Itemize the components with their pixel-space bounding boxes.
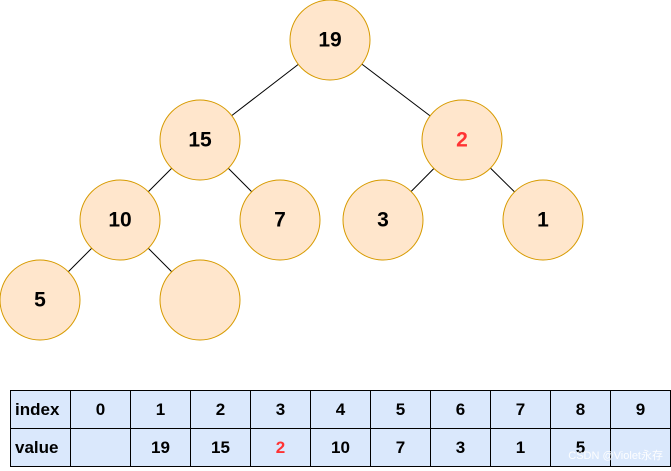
node-circle [239,179,321,261]
node-circle [421,99,503,181]
value-cell: 2 [250,428,311,467]
index-header: index [10,390,71,429]
tree-edge [410,168,435,192]
index-cell: 9 [610,390,671,429]
value-cell: 19 [130,428,191,467]
node-label: 3 [377,209,389,232]
tree-node: 3 [342,179,424,261]
tree-edge [67,247,93,273]
node-label: 1 [537,209,549,232]
index-cell: 7 [490,390,551,429]
node-label: 5 [34,289,46,312]
value-cell: 3 [430,428,491,467]
tree-node: 1 [502,179,584,261]
value-cell: 10 [310,428,371,467]
node-circle [502,179,584,261]
tree-node: 2 [421,99,503,181]
index-cell: 5 [370,390,431,429]
node-circle [159,259,241,341]
index-cell: 1 [130,390,191,429]
value-cell: 1 [490,428,551,467]
value-cell [610,428,671,467]
node-circle [289,0,371,81]
tree-edge [147,167,173,193]
heap-array-table: index 0 1 2 3 4 5 6 7 8 9 value 19 15 2 … [10,390,671,467]
value-cell: 15 [190,428,251,467]
tree-node: 7 [239,179,321,261]
index-cell: 8 [550,390,611,429]
node-label: 7 [274,209,286,232]
index-cell: 2 [190,390,251,429]
node-circle [159,99,241,181]
tree-edge [361,63,431,117]
node-label: 10 [108,209,131,232]
node-label: 15 [188,129,212,152]
value-cell [70,428,131,467]
value-cell: 5 [550,428,611,467]
tree-edge [227,167,253,193]
tree-node: 15 [159,99,241,181]
index-cell: 6 [430,390,491,429]
tree-edge [490,167,515,193]
tree-node [159,259,241,341]
index-cell: 0 [70,390,131,429]
tree-edge [231,63,299,117]
tree-edges [67,63,515,273]
watermark: CSDN @Violet永存 [568,450,663,462]
tree-edge [147,247,173,273]
index-cell: 3 [250,390,311,429]
index-row: index 0 1 2 3 4 5 6 7 8 9 [10,390,671,429]
value-cell: 7 [370,428,431,467]
tree-node: 5 [0,259,81,341]
node-circle [0,259,81,341]
node-circle [79,179,161,261]
tree-node: 10 [79,179,161,261]
node-label: 19 [318,29,341,52]
index-cell: 4 [310,390,371,429]
tree-node: 19 [289,0,371,81]
value-row: value 19 15 2 10 7 3 1 5 [10,428,671,467]
node-label: 2 [456,129,468,152]
value-header: value [10,428,71,467]
node-circle [342,179,424,261]
